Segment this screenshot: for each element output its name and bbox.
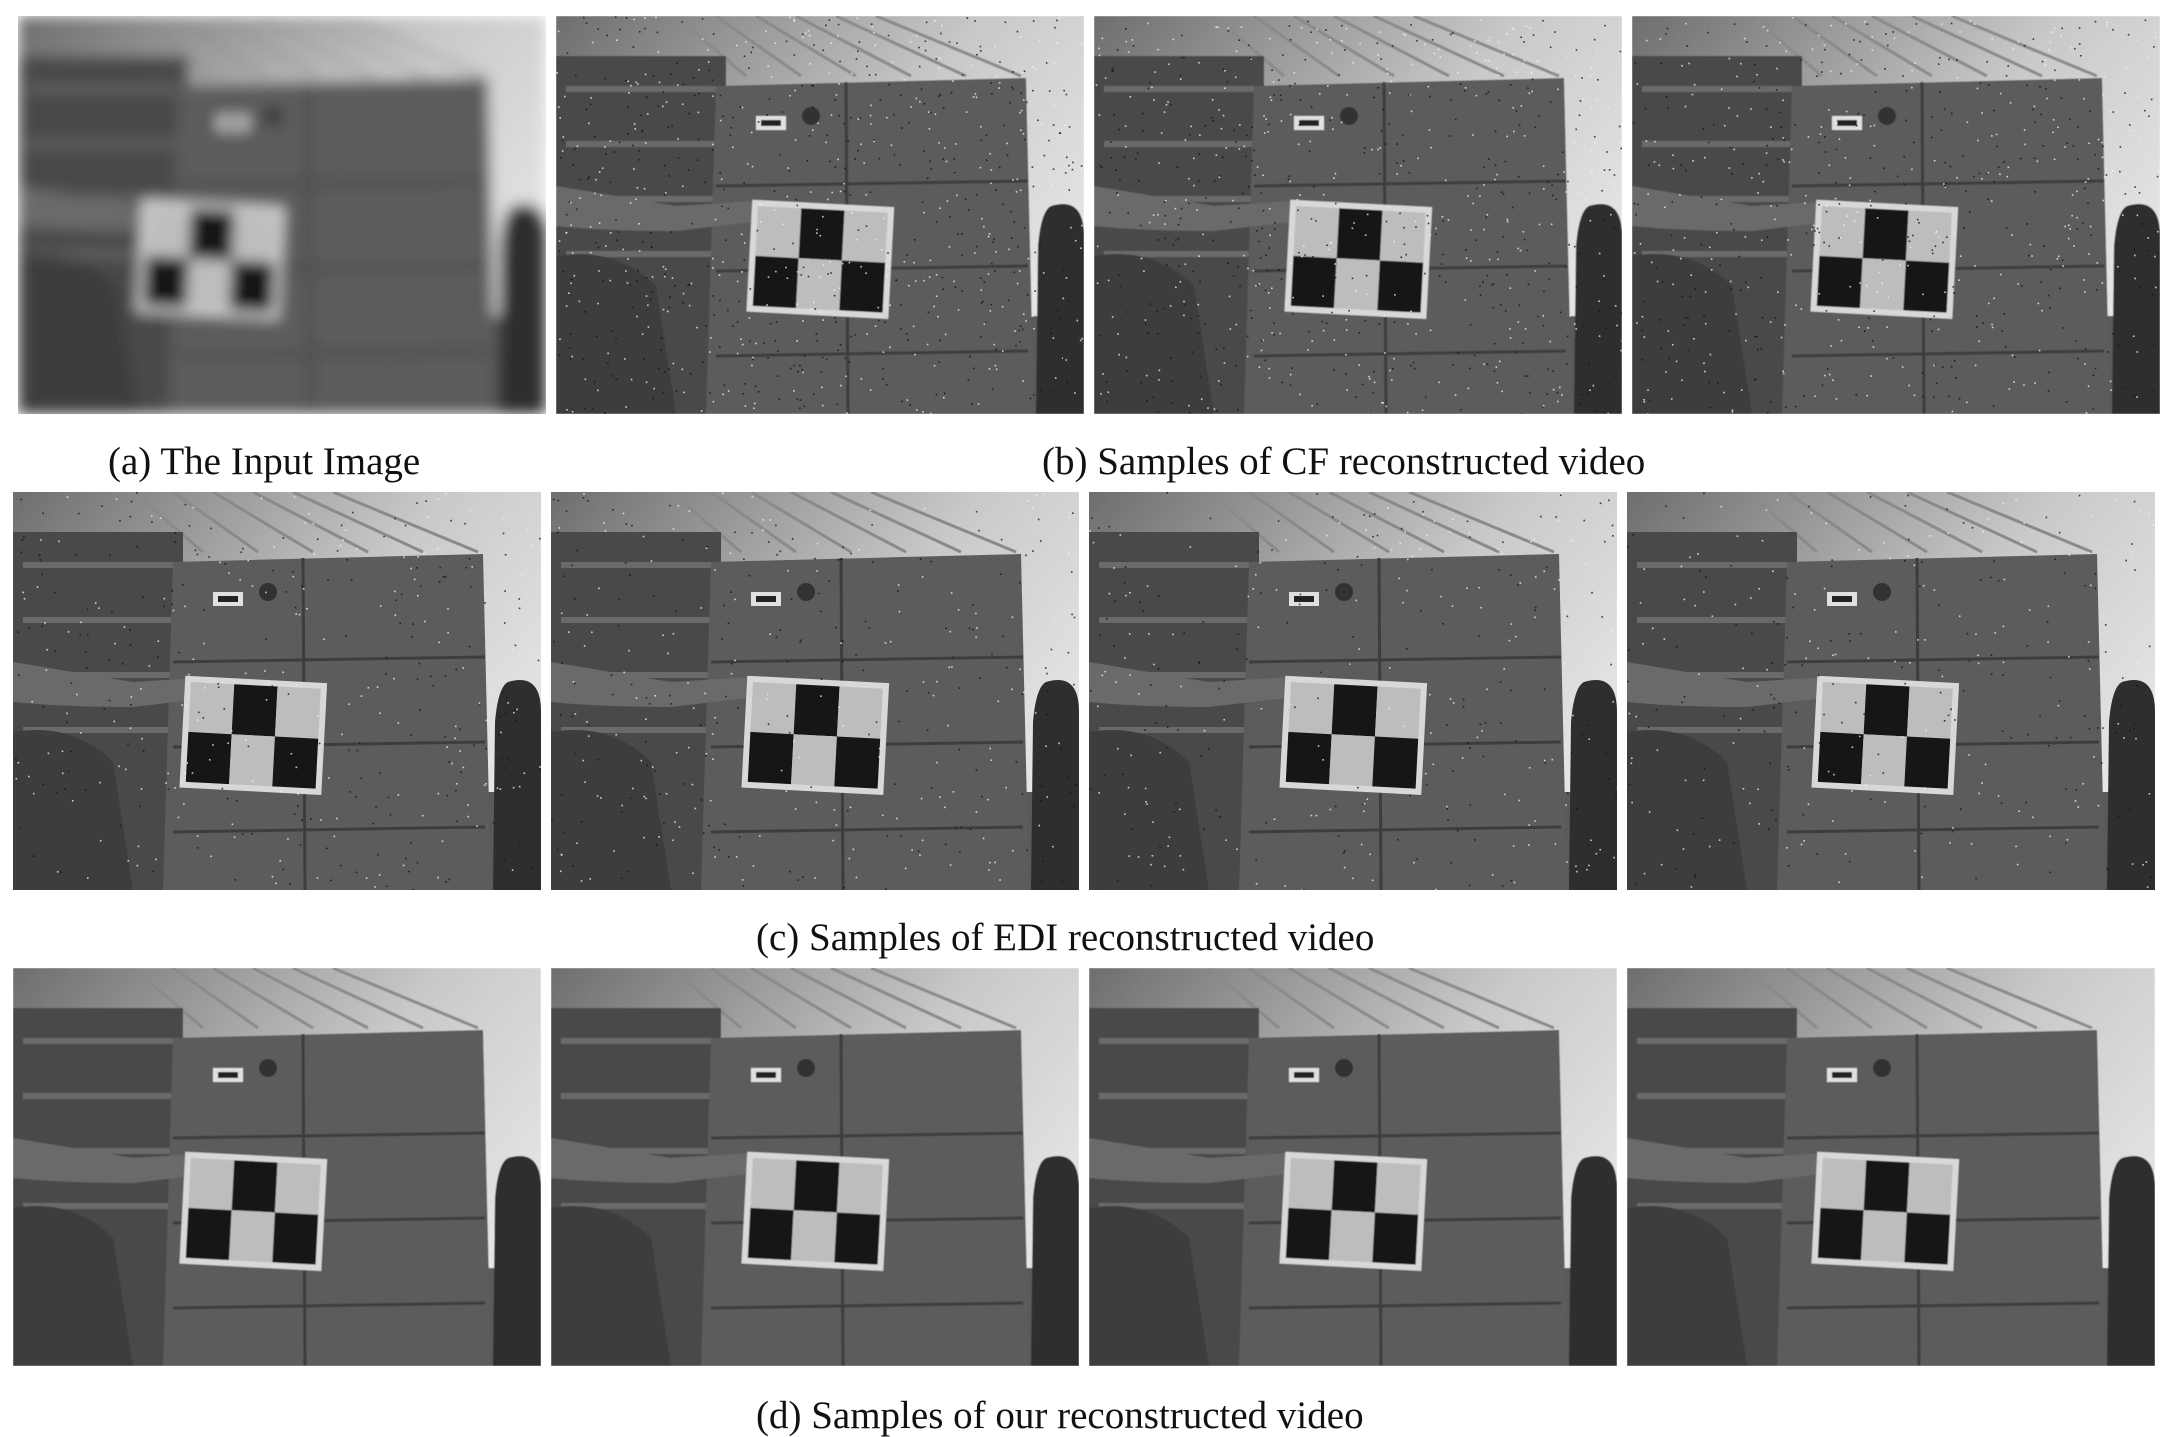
frame-edi-2 xyxy=(551,492,1079,890)
frame-ours-4 xyxy=(1627,968,2155,1366)
frame-cf-1 xyxy=(556,16,1084,414)
frame-ours-1-scene xyxy=(13,968,541,1366)
caption-a: (a) The Input Image xyxy=(108,442,420,481)
frame-cf-1-scene xyxy=(556,16,1084,414)
caption-b: (b) Samples of CF reconstructed video xyxy=(1042,442,1645,481)
frame-ours-2 xyxy=(551,968,1079,1366)
frame-ours-3-scene xyxy=(1089,968,1617,1366)
frame-ours-1 xyxy=(13,968,541,1366)
frame-edi-4-scene xyxy=(1627,492,2155,890)
frame-ours-3 xyxy=(1089,968,1617,1366)
frame-edi-2-scene xyxy=(551,492,1079,890)
frame-cf-2 xyxy=(1094,16,1622,414)
frame-edi-1 xyxy=(13,492,541,890)
frame-input-image xyxy=(18,16,546,414)
frame-edi-3 xyxy=(1089,492,1617,890)
frame-edi-4 xyxy=(1627,492,2155,890)
caption-c: (c) Samples of EDI reconstructed video xyxy=(756,918,1374,957)
frame-cf-3 xyxy=(1632,16,2160,414)
frame-edi-1-scene xyxy=(13,492,541,890)
frame-cf-3-scene xyxy=(1632,16,2160,414)
frame-ours-4-scene xyxy=(1627,968,2155,1366)
caption-d: (d) Samples of our reconstructed video xyxy=(756,1396,1364,1435)
frame-edi-3-scene xyxy=(1089,492,1617,890)
frame-input-image-scene xyxy=(18,16,546,414)
frame-ours-2-scene xyxy=(551,968,1079,1366)
frame-cf-2-scene xyxy=(1094,16,1622,414)
